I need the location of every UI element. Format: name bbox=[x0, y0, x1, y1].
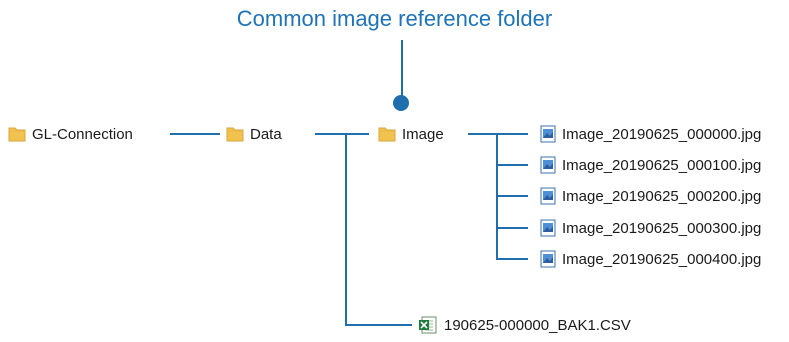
connector-file-2 bbox=[496, 164, 528, 166]
callout-line bbox=[401, 40, 403, 102]
file-label: Image_20190625_000300.jpg bbox=[562, 219, 762, 237]
file-label: Image_20190625_000100.jpg bbox=[562, 156, 762, 174]
folder-image[interactable]: Image bbox=[378, 122, 444, 146]
image-file-5[interactable]: Image_20190625_000400.jpg bbox=[540, 247, 761, 271]
csv-file[interactable]: 190625-000000_BAK1.CSV bbox=[418, 313, 631, 337]
image-file-icon bbox=[540, 219, 556, 237]
callout-label: Common image reference folder bbox=[236, 6, 553, 31]
image-file-icon bbox=[540, 125, 556, 143]
folder-label: Data bbox=[250, 125, 282, 143]
connector-file-5 bbox=[496, 258, 528, 260]
image-file-3[interactable]: Image_20190625_000200.jpg bbox=[540, 184, 761, 208]
connector-file-1 bbox=[496, 133, 528, 135]
connector-file-3 bbox=[496, 195, 528, 197]
connector-data-csv-vertical bbox=[345, 133, 347, 326]
file-label: Image_20190625_000200.jpg bbox=[562, 187, 762, 205]
image-file-icon bbox=[540, 250, 556, 268]
image-file-4[interactable]: Image_20190625_000300.jpg bbox=[540, 216, 761, 240]
image-file-1[interactable]: Image_20190625_000000.jpg bbox=[540, 122, 761, 146]
folder-icon bbox=[378, 127, 396, 142]
folder-icon bbox=[226, 127, 244, 142]
file-label: Image_20190625_000000.jpg bbox=[562, 125, 762, 143]
connector-image-files bbox=[468, 133, 498, 135]
connector-file-4 bbox=[496, 227, 528, 229]
callout-dot bbox=[393, 95, 409, 111]
folder-gl-connection[interactable]: GL-Connection bbox=[8, 122, 133, 146]
folder-icon bbox=[8, 127, 26, 142]
image-file-2[interactable]: Image_20190625_000100.jpg bbox=[540, 153, 761, 177]
connector-data-image bbox=[315, 133, 369, 135]
connector-glconnection-data bbox=[170, 133, 220, 135]
image-file-icon bbox=[540, 187, 556, 205]
file-label: 190625-000000_BAK1.CSV bbox=[444, 316, 631, 334]
folder-label: GL-Connection bbox=[32, 125, 133, 143]
file-label: Image_20190625_000400.jpg bbox=[562, 250, 762, 268]
image-file-icon bbox=[540, 156, 556, 174]
folder-label: Image bbox=[402, 125, 444, 143]
csv-file-icon bbox=[419, 316, 437, 334]
folder-data[interactable]: Data bbox=[226, 122, 282, 146]
connector-data-csv-horizontal bbox=[345, 324, 412, 326]
